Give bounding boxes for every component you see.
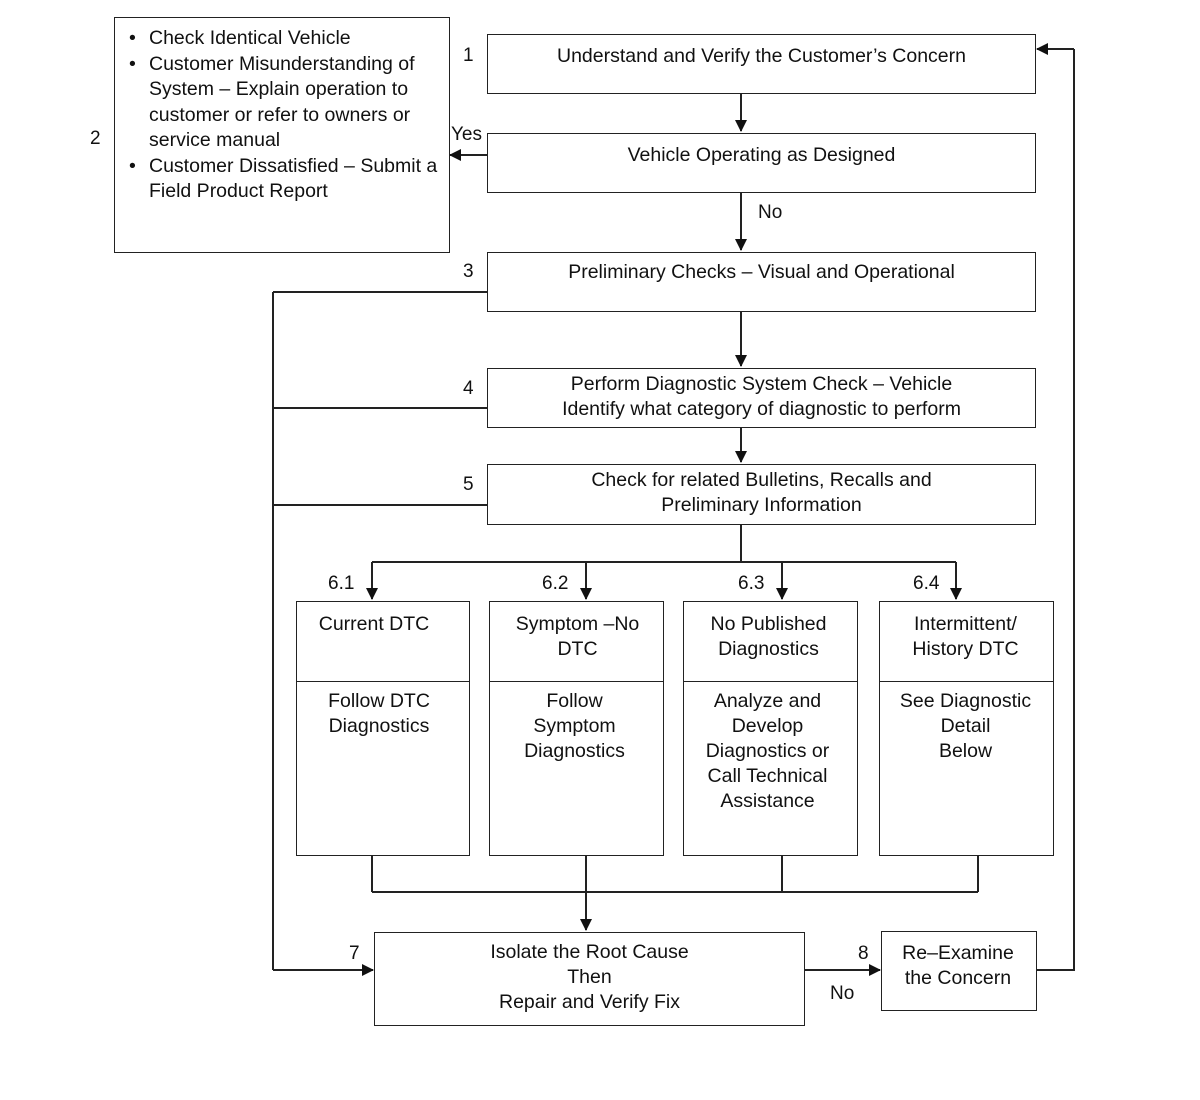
step-6-3-title: No Published Diagnostics [710,613,827,660]
step-2-bullet: Customer Dissatisfied – Submit a Field P… [125,154,443,205]
step-3-text: Preliminary Checks – Visual and Operatio… [568,261,955,283]
no-label-repair: No [830,983,855,1004]
step-6-4-body: See Diagnostic Detail Below [899,690,1032,762]
step-3-box: Preliminary Checks – Visual and Operatio… [487,252,1036,312]
step-4-number: 4 [463,378,474,399]
step-5-box: Check for related Bulletins, Recalls and… [487,464,1036,525]
no-label-operating: No [758,202,783,223]
step-6-1-number: 6.1 [328,573,355,594]
step-4-text: Perform Diagnostic System Check – Vehicl… [562,373,961,420]
step-5-text: Check for related Bulletins, Recalls and… [591,469,932,516]
step-6-3-divider [684,681,857,682]
step-6-4-number: 6.4 [913,573,940,594]
step-8-number: 8 [858,943,869,964]
step-6-1-divider [297,681,469,682]
step-5-number: 5 [463,474,474,495]
step-8-text: Re–Examine the Concern [902,942,1014,989]
yes-label: Yes [451,124,482,145]
step-6-1-title: Current DTC [318,613,430,635]
operating-as-designed-box: Vehicle Operating as Designed [487,133,1036,193]
step-1-number: 1 [463,45,474,66]
step-2-bullet: Check Identical Vehicle [125,26,443,52]
step-7-text: Isolate the Root Cause Then Repair and V… [490,941,689,1013]
step-6-4-box: Intermittent/ History DTC See Diagnostic… [879,601,1054,856]
step-6-4-title: Intermittent/ History DTC [912,613,1019,660]
step-6-3-box: No Published Diagnostics Analyze and Dev… [683,601,858,856]
step-6-2-divider [490,681,663,682]
step-2-box: Check Identical Vehicle Customer Misunde… [114,17,450,253]
step-6-2-box: Symptom –No DTC Follow Symptom Diagnosti… [489,601,664,856]
step-4-box: Perform Diagnostic System Check – Vehicl… [487,368,1036,428]
step-8-box: Re–Examine the Concern [881,931,1037,1011]
step-6-3-body: Analyze and Develop Diagnostics or Call … [705,690,830,812]
step-6-2-body: Follow Symptom Diagnostics [524,690,625,762]
step-1-text: Understand and Verify the Customer’s Con… [557,45,966,67]
step-7-number: 7 [349,943,360,964]
operating-as-designed-text: Vehicle Operating as Designed [627,144,896,166]
step-6-2-number: 6.2 [542,573,569,594]
step-7-box: Isolate the Root Cause Then Repair and V… [374,932,805,1026]
step-2-bullets: Check Identical Vehicle Customer Misunde… [125,26,443,205]
step-2-bullet: Customer Misunderstanding of System – Ex… [125,52,443,154]
step-6-1-body: Follow DTC Diagnostics [328,690,430,737]
step-6-1-box: Current DTC Follow DTC Diagnostics [296,601,470,856]
line-8-loop [1035,49,1075,971]
step-3-number: 3 [463,261,474,282]
step-2-number: 2 [90,128,101,149]
step-6-3-number: 6.3 [738,573,765,594]
step-6-2-title: Symptom –No DTC [515,613,640,660]
step-6-4-divider [880,681,1053,682]
step-1-box: Understand and Verify the Customer’s Con… [487,34,1036,94]
